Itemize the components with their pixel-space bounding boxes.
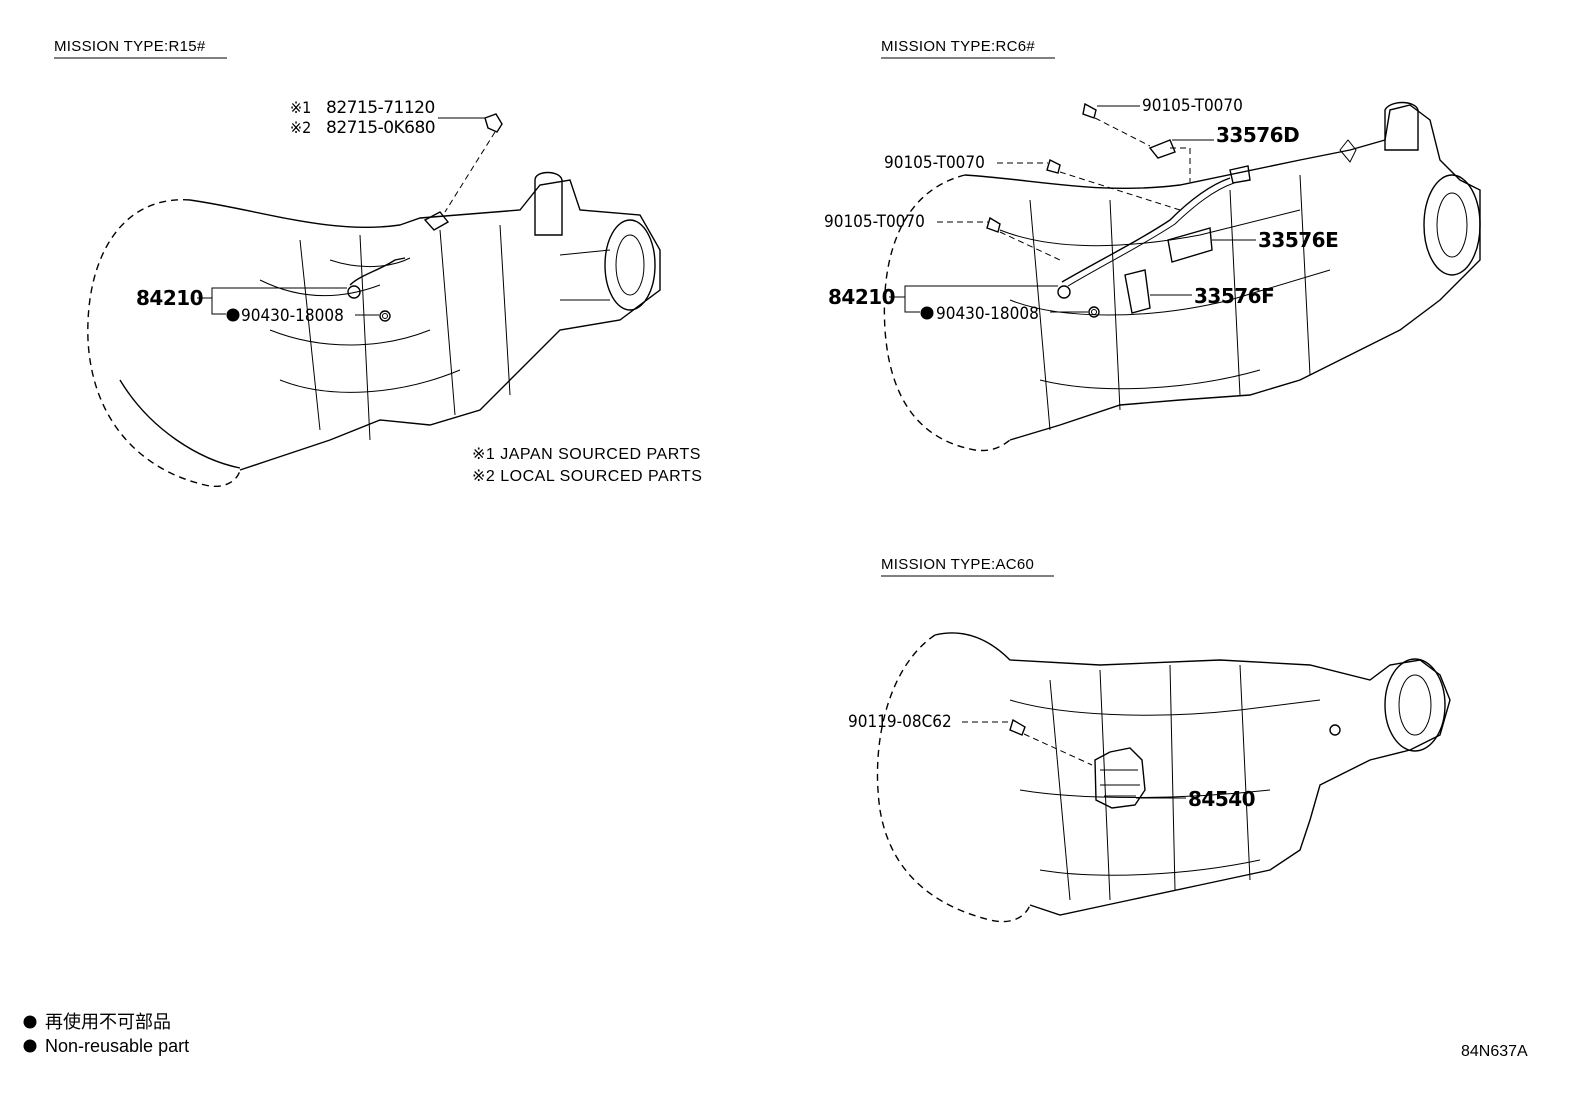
note-local-sourced: ※2 LOCAL SOURCED PARTS [472,468,702,485]
part-90430-18008-rc6: 90430-18008 [936,304,1039,324]
japan-mark: ※1 [290,98,311,117]
non-reusable-dot-r15 [226,308,240,322]
local-mark: ※2 [290,118,311,137]
legend-english: Non-reusable part [45,1036,189,1056]
legend-dot-japanese [23,1015,37,1029]
legend-japanese: 再使用不可部品 [45,1012,171,1032]
part-33576D: 33576D [1216,123,1299,147]
part-90105-T0070-top: 90105-T0070 [1142,96,1243,116]
section-title-r15: MISSION TYPE:R15# [54,38,206,55]
legend: 再使用不可部品 Non-reusable part [23,1012,189,1056]
transmission-r15-drawing [87,113,661,487]
part-84210-r15: 84210 [136,286,203,310]
part-84210-rc6: 84210 [828,285,895,309]
section-rc6: MISSION TYPE:RC6# 90105-T0070 [824,38,1481,452]
part-82715-0K680: 82715-0K680 [326,118,435,138]
section-r15: MISSION TYPE:R15# ※1 82715-71120 ※2 8271… [54,38,702,487]
part-90119-08C62: 90119-08C62 [848,712,952,732]
part-90105-T0070-mid: 90105-T0070 [884,153,985,173]
non-reusable-dot-rc6 [920,306,934,320]
part-90105-T0070-low: 90105-T0070 [824,212,925,232]
note-japan-sourced: ※1 JAPAN SOURCED PARTS [472,446,701,463]
transmission-ac60-drawing [876,632,1451,923]
legend-dot-english [23,1039,37,1053]
part-90430-18008-r15: 90430-18008 [241,306,344,326]
part-84540: 84540 [1188,787,1255,811]
illustration-code: 84N637A [1461,1043,1528,1060]
part-33576E: 33576E [1258,228,1338,252]
part-33576F: 33576F [1194,284,1274,308]
transmission-rc6-drawing [883,101,1481,452]
section-title-rc6: MISSION TYPE:RC6# [881,38,1035,55]
part-82715-71120: 82715-71120 [326,98,435,118]
section-ac60: MISSION TYPE:AC60 90119-08C62 84540 [848,556,1451,923]
section-title-ac60: MISSION TYPE:AC60 [881,556,1034,573]
